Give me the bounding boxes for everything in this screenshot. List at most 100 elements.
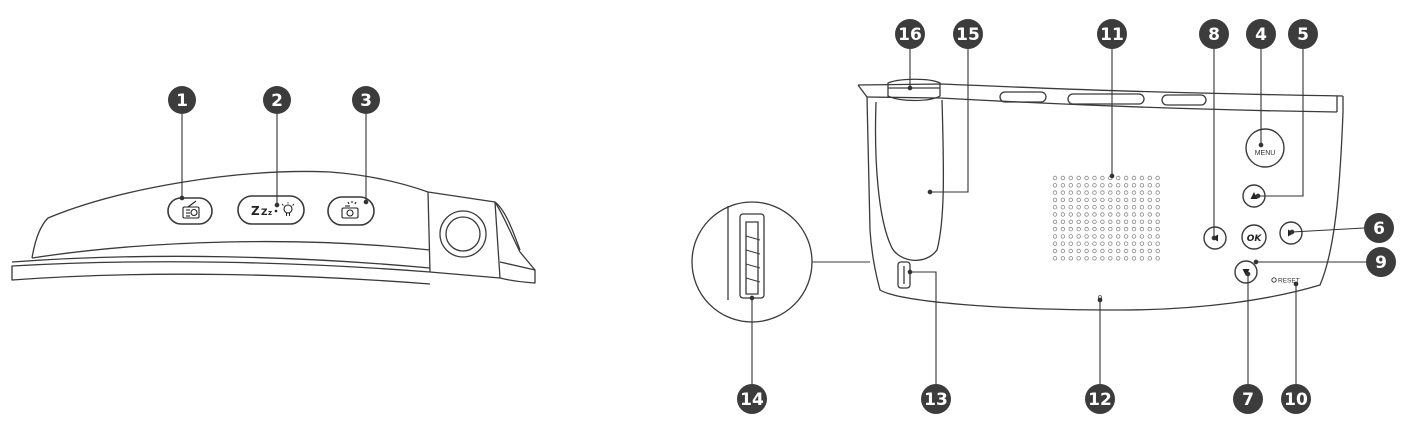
speaker-hole <box>1076 256 1081 261</box>
top-view-front-ridge <box>11 255 431 269</box>
clip-stand <box>874 99 945 261</box>
speaker-hole <box>1084 234 1089 239</box>
side-view <box>857 78 1344 311</box>
speaker-hole <box>1092 212 1097 217</box>
speaker-hole <box>1052 183 1058 188</box>
speaker-hole <box>1092 219 1097 224</box>
speaker-hole <box>1147 183 1152 188</box>
speaker-hole <box>1108 219 1113 224</box>
sleep-light-button[interactable]: Z Z z <box>237 195 305 225</box>
speaker-hole <box>1100 190 1105 195</box>
speaker-hole <box>1131 248 1137 254</box>
speaker-hole <box>1147 197 1152 203</box>
ok-label: OK <box>1247 234 1263 244</box>
speaker-hole <box>1115 219 1121 224</box>
speaker-hole <box>1084 190 1089 195</box>
svg-text:4: 4 <box>1255 25 1267 45</box>
svg-text:14: 14 <box>740 390 764 410</box>
speaker-hole <box>1084 226 1089 232</box>
speaker-hole <box>1068 226 1073 232</box>
ok-button[interactable]: OK <box>1241 224 1267 250</box>
speaker-hole <box>1060 219 1066 224</box>
speaker-hole <box>1139 190 1145 195</box>
top-view-end-curve <box>494 201 521 251</box>
down-button[interactable] <box>1234 260 1258 284</box>
speaker-hole <box>1123 248 1129 254</box>
speaker-hole <box>1108 190 1113 195</box>
speaker-hole <box>1100 256 1105 261</box>
speaker-hole <box>1060 197 1066 203</box>
speaker-hole <box>1115 226 1121 232</box>
speaker-hole <box>1076 183 1081 188</box>
speaker-hole <box>1060 226 1066 232</box>
top-slot <box>1161 94 1207 106</box>
callout-1: 1 <box>168 86 196 114</box>
speaker-hole <box>1084 256 1089 261</box>
camera-button[interactable] <box>327 196 375 226</box>
callout-15: 15 <box>953 19 983 49</box>
speaker-hole <box>1115 256 1121 261</box>
speaker-hole <box>1100 212 1105 217</box>
speaker-hole <box>1092 204 1097 210</box>
callout-3: 3 <box>352 86 380 114</box>
callout-8: 8 <box>1199 19 1229 49</box>
speaker-hole <box>1060 190 1066 195</box>
speaker-hole <box>1092 183 1097 188</box>
speaker-hole <box>1084 248 1089 254</box>
speaker-hole <box>1076 197 1081 203</box>
speaker-hole <box>1076 190 1081 195</box>
speaker-hole <box>1155 197 1160 203</box>
svg-text:3: 3 <box>360 91 372 111</box>
speaker-hole <box>1155 234 1160 239</box>
svg-text:15: 15 <box>956 25 980 45</box>
speaker-hole <box>1052 256 1058 261</box>
svg-text:5: 5 <box>1297 25 1309 45</box>
speaker-hole <box>1068 248 1073 254</box>
speaker-hole <box>1052 234 1058 239</box>
speaker-hole <box>1155 190 1160 195</box>
speaker-hole <box>1092 226 1097 232</box>
speaker-hole <box>1131 175 1137 181</box>
svg-text:9: 9 <box>1375 253 1387 273</box>
svg-text:11: 11 <box>1100 25 1124 45</box>
up-arrow-icon <box>1250 192 1258 199</box>
speaker-hole <box>1092 190 1097 195</box>
top-view-knob-outer <box>439 210 487 258</box>
speaker-hole <box>1068 219 1073 224</box>
speaker-hole <box>1084 219 1089 224</box>
usb-inset-pins <box>745 235 761 283</box>
speaker-hole <box>1115 204 1121 210</box>
speaker-hole <box>1108 183 1113 188</box>
speaker-hole <box>1147 190 1152 195</box>
speaker-hole <box>1147 204 1152 210</box>
speaker-hole <box>1076 204 1081 210</box>
speaker-hole <box>1100 248 1105 254</box>
svg-text:16: 16 <box>898 25 922 45</box>
speaker-hole <box>1147 234 1152 239</box>
speaker-hole <box>1115 241 1121 246</box>
callout-9: 9 <box>1366 247 1396 277</box>
speaker-hole <box>1100 175 1105 181</box>
speaker-hole <box>1115 175 1121 181</box>
speaker-hole <box>1115 197 1121 203</box>
svg-text:13: 13 <box>924 390 948 410</box>
speaker-hole <box>1139 226 1145 232</box>
menu-button[interactable]: MENU <box>1245 128 1285 168</box>
speaker-hole <box>1123 175 1129 181</box>
speaker-hole <box>1115 212 1121 217</box>
speaker-hole <box>1084 212 1089 217</box>
speaker-hole <box>1139 241 1145 246</box>
callout-badges: 1 2 3 16 15 11 8 4 5 6 9 14 13 12 7 10 <box>168 19 1396 414</box>
speaker-hole <box>1108 212 1113 217</box>
speaker-hole <box>1155 256 1160 261</box>
callout-4: 4 <box>1246 19 1276 49</box>
reset-button[interactable]: RESET <box>1271 277 1300 285</box>
speaker-hole <box>1076 248 1081 254</box>
speaker-hole <box>1060 212 1066 217</box>
speaker-hole <box>1084 204 1089 210</box>
speaker-hole <box>1052 248 1058 254</box>
radio-button[interactable] <box>167 197 213 225</box>
speaker-hole <box>1068 183 1073 188</box>
top-view-body <box>11 170 536 285</box>
usb-port[interactable] <box>897 261 911 289</box>
